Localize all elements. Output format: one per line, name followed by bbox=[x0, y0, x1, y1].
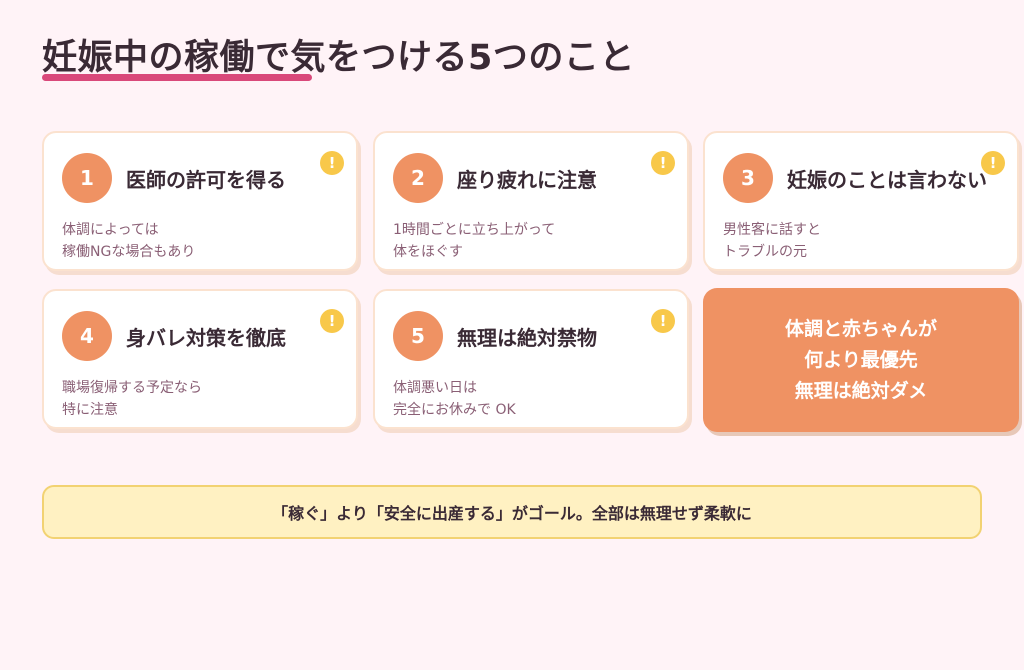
tip-description-line: 体調悪い日は bbox=[393, 380, 477, 396]
tip-card-2: 2 座り疲れに注意 ! 1時間ごとに立ち上がって 体をほぐす bbox=[373, 131, 689, 271]
tip-title: 妊娠のことは言わない bbox=[787, 168, 987, 192]
tip-card-3: 3 妊娠のことは言わない ! 男性客に話すと トラブルの元 bbox=[703, 131, 1019, 271]
tip-description-line: 特に注意 bbox=[62, 402, 118, 418]
tip-number-badge: 1 bbox=[62, 153, 112, 203]
alert-icon: ! bbox=[981, 151, 1005, 175]
page-title: 妊娠中の稼働で気をつける5つのこと bbox=[42, 38, 635, 78]
tip-title: 座り疲れに注意 bbox=[457, 168, 597, 192]
tip-title: 医師の許可を得る bbox=[126, 168, 286, 192]
tip-description: 男性客に話すと トラブルの元 bbox=[723, 219, 821, 263]
tip-description: 1時間ごとに立ち上がって 体をほぐす bbox=[393, 219, 555, 263]
tip-number-badge: 5 bbox=[393, 311, 443, 361]
title-underline bbox=[42, 74, 312, 81]
alert-icon: ! bbox=[320, 309, 344, 333]
tip-card-1: 1 医師の許可を得る ! 体調によっては 稼働NGな場合もあり bbox=[42, 131, 358, 271]
tip-description-line: 稼働NGな場合もあり bbox=[62, 244, 196, 260]
tip-description: 体調によっては 稼働NGな場合もあり bbox=[62, 219, 195, 263]
tip-number-badge: 2 bbox=[393, 153, 443, 203]
tip-description-line: 1時間ごとに立ち上がって bbox=[393, 222, 556, 238]
tip-description-line: 体をほぐす bbox=[393, 244, 463, 260]
page-header: 妊娠中の稼働で気をつける5つのこと bbox=[42, 36, 635, 86]
tip-description-line: 体調によっては bbox=[62, 222, 159, 238]
tip-title: 無理は絶対禁物 bbox=[457, 326, 597, 350]
tip-number-badge: 4 bbox=[62, 311, 112, 361]
alert-icon: ! bbox=[320, 151, 344, 175]
callout-line: 体調と赤ちゃんが bbox=[784, 317, 937, 340]
tip-card-4: 4 身バレ対策を徹底 ! 職場復帰する予定なら 特に注意 bbox=[42, 289, 358, 429]
callout-line: 何より最優先 bbox=[804, 348, 918, 371]
alert-icon: ! bbox=[651, 151, 675, 175]
tip-number-badge: 3 bbox=[723, 153, 773, 203]
tip-title: 身バレ対策を徹底 bbox=[126, 326, 286, 350]
tip-description-line: 男性客に話すと bbox=[723, 222, 821, 238]
priority-callout: 体調と赤ちゃんが 何より最優先 無理は絶対ダメ bbox=[703, 288, 1019, 432]
alert-icon: ! bbox=[651, 309, 675, 333]
tip-description-line: 完全にお休みで OK bbox=[393, 402, 516, 418]
tip-card-5: 5 無理は絶対禁物 ! 体調悪い日は 完全にお休みで OK bbox=[373, 289, 689, 429]
callout-line: 無理は絶対ダメ bbox=[794, 379, 928, 402]
tip-description-line: 職場復帰する予定なら bbox=[62, 380, 202, 396]
tip-description: 体調悪い日は 完全にお休みで OK bbox=[393, 377, 516, 421]
tip-description-line: トラブルの元 bbox=[723, 244, 807, 260]
goal-banner: 「稼ぐ」より「安全に出産する」がゴール。全部は無理せず柔軟に bbox=[42, 485, 982, 539]
tip-description: 職場復帰する予定なら 特に注意 bbox=[62, 377, 202, 421]
